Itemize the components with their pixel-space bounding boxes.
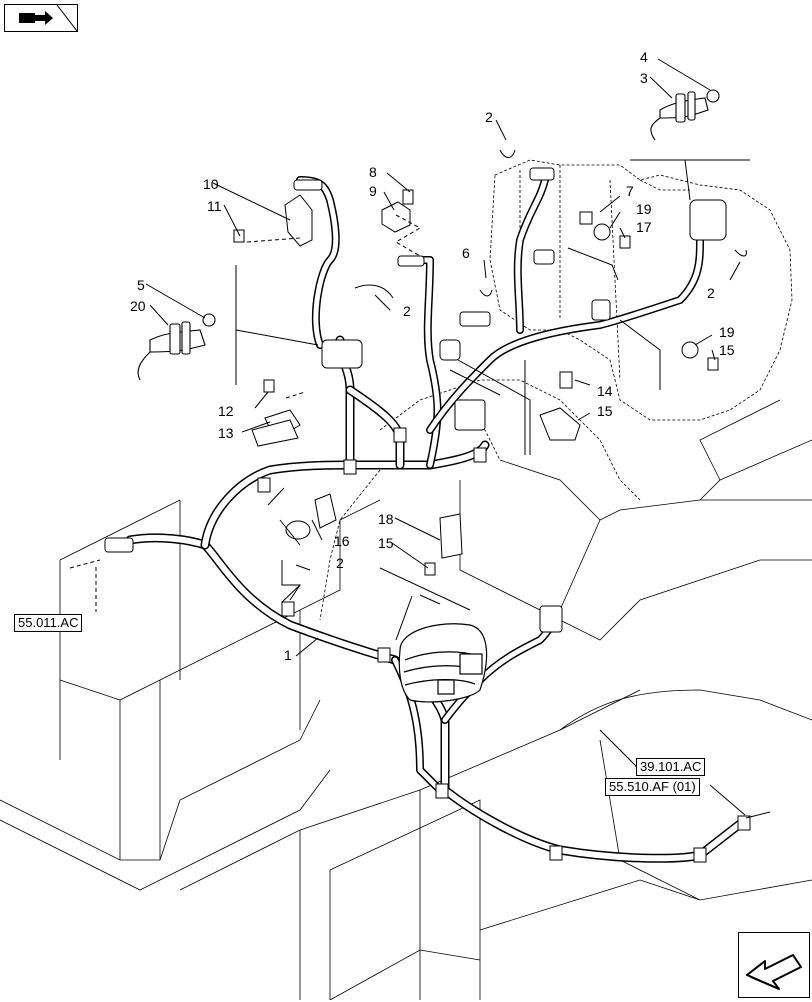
connector-block bbox=[398, 623, 488, 703]
callout-1: 1 bbox=[284, 647, 292, 663]
book-arrow-nav[interactable] bbox=[4, 4, 78, 32]
callout-18: 18 bbox=[378, 511, 394, 527]
callout-2: 2 bbox=[336, 555, 344, 571]
callout-15: 15 bbox=[597, 403, 613, 419]
callout-5: 5 bbox=[137, 277, 145, 293]
callout-labels: 1 2 2 2 2 3 4 5 6 7 8 9 10 11 12 13 14 1… bbox=[130, 49, 735, 663]
callout-2: 2 bbox=[403, 303, 411, 319]
callout-8: 8 bbox=[369, 164, 377, 180]
callout-11: 11 bbox=[207, 198, 222, 214]
callout-2: 2 bbox=[707, 285, 715, 301]
callout-7: 7 bbox=[626, 183, 634, 199]
main-harness bbox=[125, 176, 750, 863]
book-arrow-icon bbox=[19, 4, 78, 32]
next-page-nav[interactable] bbox=[738, 932, 810, 998]
reference-39-101-ac[interactable]: 39.101.AC bbox=[636, 758, 706, 776]
callout-19: 19 bbox=[636, 201, 652, 217]
chassis-outline bbox=[0, 399, 812, 1000]
callout-17: 17 bbox=[636, 219, 652, 235]
leader-lines bbox=[69, 58, 771, 819]
small-parts bbox=[104, 149, 747, 633]
callout-3: 3 bbox=[640, 70, 648, 86]
callout-13: 13 bbox=[218, 425, 234, 441]
sensor-right bbox=[650, 89, 720, 141]
reference-55-011-ac[interactable]: 55.011.AC bbox=[14, 614, 83, 632]
next-page-arrow-icon bbox=[746, 954, 802, 990]
callout-19: 19 bbox=[719, 324, 735, 340]
callout-10: 10 bbox=[203, 176, 219, 192]
callout-20: 20 bbox=[130, 298, 146, 314]
callout-12: 12 bbox=[218, 403, 234, 419]
callout-9: 9 bbox=[369, 183, 377, 199]
reference-55-510-af[interactable]: 55.510.AF (01) bbox=[605, 778, 700, 796]
callout-14: 14 bbox=[597, 383, 613, 399]
callout-16: 16 bbox=[334, 533, 350, 549]
callout-15: 15 bbox=[719, 342, 735, 358]
callout-6: 6 bbox=[462, 245, 470, 261]
callout-4: 4 bbox=[640, 49, 648, 65]
callout-2: 2 bbox=[485, 109, 493, 125]
sensor-left bbox=[137, 313, 216, 381]
callout-15: 15 bbox=[378, 535, 394, 551]
harness-clips bbox=[257, 427, 751, 863]
